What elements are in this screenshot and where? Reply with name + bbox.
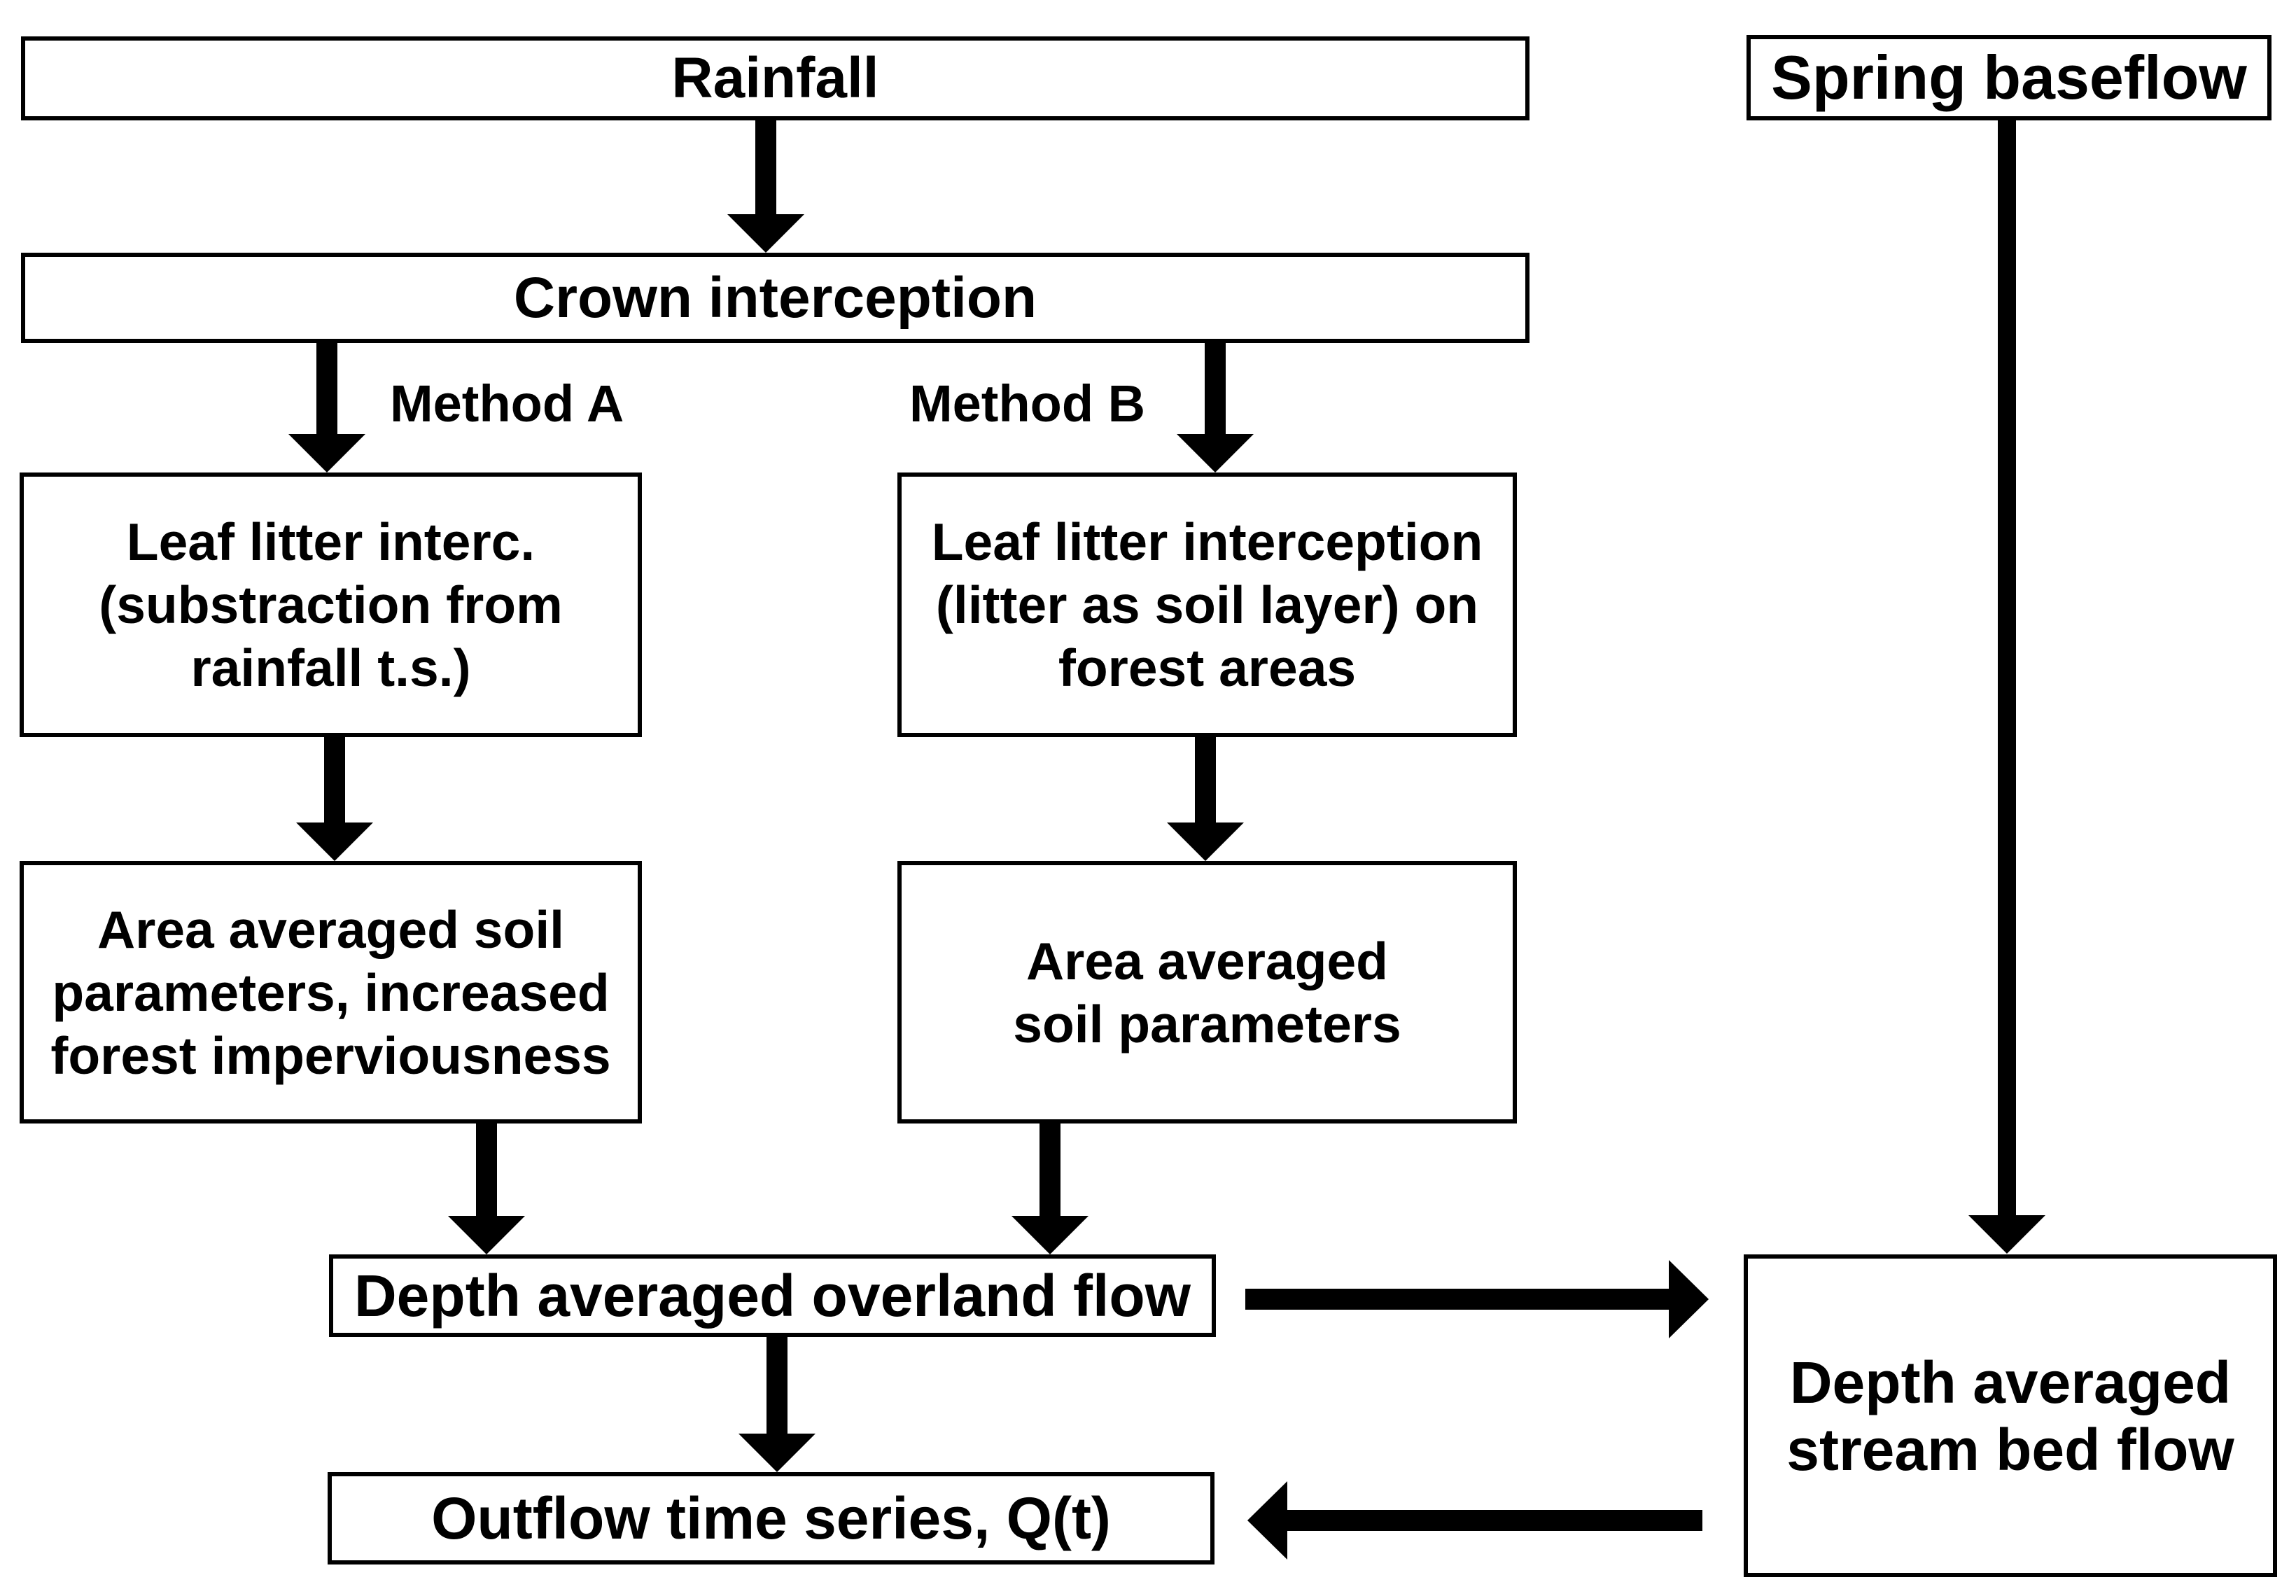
leaf-litter-method-a-box: Leaf litter interc. (substraction from r…	[20, 472, 642, 737]
arrow-shaft	[1287, 1510, 1702, 1531]
arrow-shaft	[766, 1337, 788, 1434]
leaf-litter-a-line1: Leaf litter interc.	[126, 512, 536, 571]
spring-baseflow-box: Spring baseflow	[1746, 35, 2272, 120]
arrow-shaft	[755, 120, 776, 214]
leaf-litter-method-b-box: Leaf litter interception (litter as soil…	[897, 472, 1517, 737]
crown-interception-label: Crown interception	[513, 265, 1037, 330]
soil-params-method-b-box: Area averaged soil parameters	[897, 861, 1517, 1124]
leaf-litter-b-line2: (litter as soil layer) on	[935, 575, 1479, 634]
overland-flow-label: Depth averaged overland flow	[354, 1263, 1191, 1329]
rainfall-box: Rainfall	[21, 36, 1530, 120]
arrowhead-down-icon	[738, 1434, 816, 1472]
spring-baseflow-label: Spring baseflow	[1771, 43, 2247, 112]
arrowhead-down-icon	[296, 822, 373, 861]
arrow-shaft	[1205, 343, 1226, 434]
overland-flow-box: Depth averaged overland flow	[329, 1254, 1216, 1337]
rainfall-label: Rainfall	[671, 46, 879, 110]
arrowhead-down-icon	[1167, 822, 1244, 861]
soil-params-method-a-box: Area averaged soil parameters, increased…	[20, 861, 642, 1124]
arrowhead-down-icon	[1011, 1216, 1088, 1254]
arrow-shaft	[476, 1124, 497, 1216]
arrow-shaft	[316, 343, 337, 434]
stream-bed-flow-line1: Depth averaged	[1789, 1349, 2232, 1415]
method-b-label: Method B	[909, 374, 1146, 433]
method-a-label: Method A	[390, 374, 624, 433]
leaf-litter-a-line2: (substraction from	[99, 575, 563, 634]
leaf-litter-b-line1: Leaf litter interception	[931, 512, 1483, 571]
leaf-litter-a-line3: rainfall t.s.)	[190, 638, 471, 697]
arrow-shaft	[324, 737, 345, 822]
arrow-shaft	[1195, 737, 1216, 822]
soil-params-a-line1: Area averaged soil	[97, 899, 565, 959]
arrowhead-down-icon	[1177, 434, 1254, 472]
arrowhead-down-icon	[288, 434, 365, 472]
stream-bed-flow-line2: stream bed flow	[1786, 1416, 2234, 1483]
soil-params-a-line2: parameters, increased	[52, 962, 610, 1022]
arrowhead-down-icon	[448, 1216, 525, 1254]
arrow-shaft	[1040, 1124, 1060, 1216]
arrowhead-down-icon	[727, 214, 804, 253]
arrowhead-left-icon	[1247, 1481, 1287, 1560]
crown-interception-box: Crown interception	[21, 253, 1530, 343]
soil-params-a-line3: forest imperviousness	[50, 1026, 611, 1085]
outflow-box: Outflow time series, Q(t)	[328, 1472, 1214, 1564]
soil-params-b-line1: Area averaged	[1026, 931, 1388, 990]
soil-params-b-line2: soil parameters	[1013, 994, 1401, 1054]
stream-bed-flow-box: Depth averaged stream bed flow	[1744, 1254, 2277, 1577]
arrow-shaft	[1245, 1289, 1669, 1310]
outflow-label: Outflow time series, Q(t)	[431, 1485, 1111, 1551]
leaf-litter-b-line3: forest areas	[1058, 638, 1357, 697]
arrowhead-right-icon	[1669, 1260, 1709, 1338]
arrowhead-down-icon	[1968, 1215, 2045, 1254]
arrow-shaft	[1998, 120, 2016, 1215]
